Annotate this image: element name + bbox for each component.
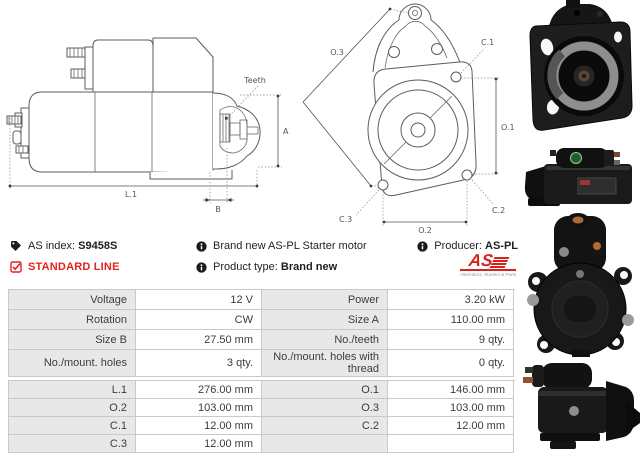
- spec-label: No./teeth: [262, 330, 388, 350]
- checkbox-checked-icon: [10, 261, 22, 273]
- c3-dimension-label: C.3: [339, 215, 352, 224]
- spec-table-group-1: Voltage 12 V Power 3.20 kW Rotation CW S…: [8, 289, 515, 377]
- spec-value: CW: [136, 310, 262, 330]
- c2-dimension-label: C.2: [492, 206, 505, 215]
- spec-value: 0 qty.: [388, 350, 514, 377]
- spec-value: 9 qty.: [388, 330, 514, 350]
- product-type-row: Product type: Brand new: [196, 261, 337, 273]
- as-index-row: AS index: S9458S: [10, 240, 117, 252]
- spec-value: 103.00 mm: [136, 399, 262, 417]
- spec-value: 276.00 mm: [136, 381, 262, 399]
- spec-value: 146.00 mm: [388, 381, 514, 399]
- spec-label: O.1: [262, 381, 388, 399]
- spec-value: 12.00 mm: [388, 417, 514, 435]
- l1-dimension-label: L.1: [125, 190, 137, 199]
- spec-value: 12.00 mm: [136, 417, 262, 435]
- spec-value: 3 qty.: [136, 350, 262, 377]
- spec-value: [388, 435, 514, 453]
- spec-value: 103.00 mm: [388, 399, 514, 417]
- spec-value: 3.20 kW: [388, 290, 514, 310]
- spec-label: C.1: [9, 417, 136, 435]
- info-icon: [196, 261, 207, 273]
- as-index-text: AS index: S9458S: [28, 240, 118, 252]
- o1-dimension-label: O.1: [501, 123, 515, 132]
- spec-label: Size A: [262, 310, 388, 330]
- info-icon: [196, 240, 207, 252]
- spec-value: 12 V: [136, 290, 262, 310]
- spec-label: No./mount. holes with thread: [262, 350, 388, 377]
- photo-starter-side-view-2: [523, 363, 640, 449]
- tag-icon: [11, 241, 21, 251]
- front-view-technical-drawing: O.1 O.2 O.3 C.1 C.2 C.3: [302, 3, 515, 235]
- teeth-dimension-label: Teeth: [243, 76, 266, 85]
- logo-tagline: Alternators. Starters & Parts: [459, 269, 516, 277]
- spec-label: C.2: [262, 417, 388, 435]
- spec-label: [262, 435, 388, 453]
- producer-row: Producer: AS-PL: [417, 240, 518, 252]
- photo-starter-side-view: [524, 148, 632, 206]
- product-type-text: Product type: Brand new: [213, 261, 338, 273]
- photo-starter-front-view: [529, 0, 633, 131]
- spec-value: 110.00 mm: [388, 310, 514, 330]
- as-pl-logo: AS Alternators. Starters & Parts: [459, 251, 516, 277]
- product-photo-column: [520, 0, 640, 454]
- side-view-technical-drawing: Teeth A L.1 B: [6, 37, 289, 214]
- spec-label: Power: [262, 290, 388, 310]
- brand-new-row: Brand new AS-PL Starter motor: [196, 240, 367, 252]
- spec-table-group-2: L.1 276.00 mm O.1 146.00 mm O.2 103.00 m…: [8, 380, 515, 453]
- info-icon: [417, 240, 428, 252]
- spec-label: Rotation: [9, 310, 136, 330]
- o3-dimension-label: O.3: [330, 48, 344, 57]
- a-dimension-label: A: [283, 127, 289, 136]
- o2-dimension-label: O.2: [418, 226, 432, 235]
- spec-value: 27.50 mm: [136, 330, 262, 350]
- brand-new-text: Brand new AS-PL Starter motor: [213, 240, 367, 252]
- spec-value: 12.00 mm: [136, 435, 262, 453]
- spec-label: O.3: [262, 399, 388, 417]
- logo-flag-shape: [489, 257, 510, 268]
- photo-starter-rear-view: [527, 213, 634, 357]
- standard-line-label: STANDARD LINE: [28, 261, 120, 273]
- producer-text: Producer: AS-PL: [434, 240, 518, 252]
- c1-dimension-label: C.1: [481, 38, 494, 47]
- spec-label: No./mount. holes: [9, 350, 136, 377]
- spec-label: O.2: [9, 399, 136, 417]
- spec-label: Size B: [9, 330, 136, 350]
- standard-line-row: STANDARD LINE: [10, 261, 120, 273]
- b-dimension-label: B: [215, 205, 221, 214]
- spec-label: L.1: [9, 381, 136, 399]
- spec-label: Voltage: [9, 290, 136, 310]
- spec-label: C.3: [9, 435, 136, 453]
